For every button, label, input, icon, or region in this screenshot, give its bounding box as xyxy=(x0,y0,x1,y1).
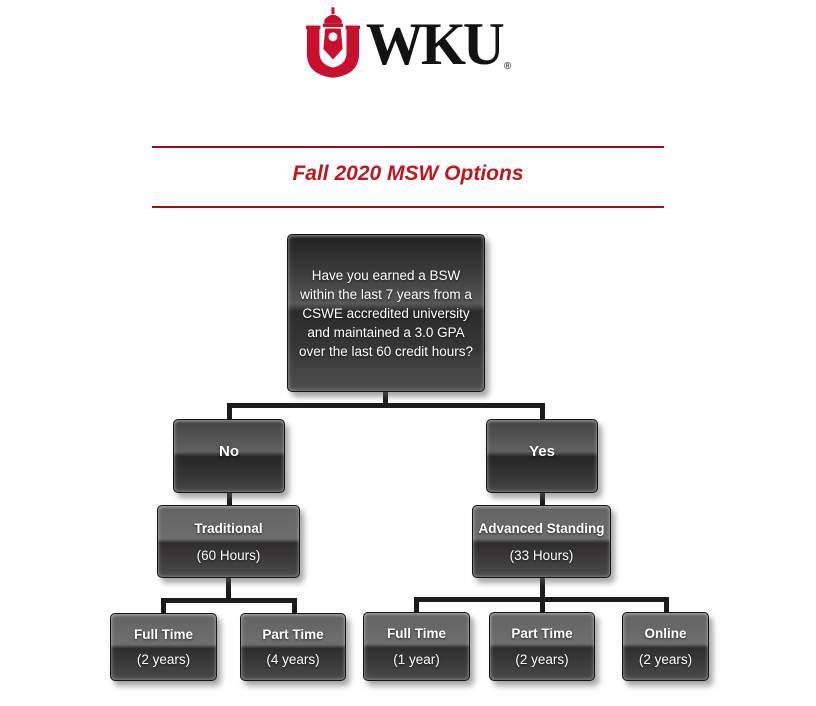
flowchart-traditional-fulltime-node: Full Time (2 years) xyxy=(110,613,217,681)
wku-logo: WKU ® xyxy=(0,6,816,82)
connector-advanced-stub xyxy=(540,578,545,612)
question-line: and maintained a 3.0 GPA xyxy=(307,324,465,340)
title-divider-top xyxy=(152,146,664,148)
flowchart-advanced-online-node: Online (2 years) xyxy=(622,612,709,681)
option-label: Part Time xyxy=(511,626,573,642)
connector-advanced-bar xyxy=(414,597,669,602)
page-title: Fall 2020 MSW Options xyxy=(292,162,524,185)
wku-cupola-icon xyxy=(305,7,360,78)
connector-question-stub xyxy=(383,392,388,406)
option-label: Full Time xyxy=(386,626,446,642)
connector-no-traditional xyxy=(227,493,232,505)
flowchart-advanced-standing-node: Advanced Standing (33 Hours) xyxy=(472,505,611,578)
flowchart-advanced-parttime-node: Part Time (2 years) xyxy=(489,612,595,681)
connector-traditional-drop-fulltime xyxy=(161,598,166,613)
question-line: CSWE accredited university xyxy=(302,305,470,321)
question-line: over the last 60 credit hours? xyxy=(298,343,474,359)
connector-question-bar xyxy=(227,403,545,408)
flowchart-traditional-parttime-node: Part Time (4 years) xyxy=(240,613,346,681)
connector-question-drop-yes xyxy=(540,403,545,419)
connector-traditional-bar xyxy=(161,598,297,603)
option-label: Part Time xyxy=(262,626,324,642)
option-label: Full Time xyxy=(133,626,193,642)
connector-question-drop-no xyxy=(227,403,232,419)
connector-traditional-drop-parttime xyxy=(292,598,297,613)
program-name: Advanced Standing xyxy=(478,521,605,537)
no-label: No xyxy=(219,443,239,460)
program-hours: (60 Hours) xyxy=(196,547,261,563)
connector-traditional-stub xyxy=(226,578,231,603)
flowchart-advanced-fulltime-node: Full Time (1 year) xyxy=(363,612,470,681)
option-duration: (4 years) xyxy=(266,651,320,667)
program-hours: (33 Hours) xyxy=(509,547,574,563)
option-duration: (2 years) xyxy=(515,651,569,667)
connector-yes-advanced xyxy=(540,493,545,505)
option-duration: (1 year) xyxy=(393,651,440,667)
question-line: within the last 7 years from a xyxy=(300,286,472,302)
option-label: Online xyxy=(644,626,687,642)
flowchart-no-node: No xyxy=(173,419,285,493)
flowchart-question-node: Have you earned a BSW within the last 7 … xyxy=(287,234,485,392)
connector-advanced-drop-fulltime xyxy=(414,597,419,612)
connector-advanced-drop-online xyxy=(664,597,669,612)
title-divider-bottom xyxy=(152,206,664,208)
wku-wordmark: WKU xyxy=(365,9,505,78)
program-name: Traditional xyxy=(194,521,263,537)
flowchart-yes-node: Yes xyxy=(486,419,598,493)
yes-label: Yes xyxy=(529,443,555,460)
registered-trademark-symbol: ® xyxy=(503,61,512,72)
flowchart-traditional-node: Traditional (60 Hours) xyxy=(157,505,300,578)
question-line: Have you earned a BSW xyxy=(311,267,461,283)
option-duration: (2 years) xyxy=(136,651,191,667)
option-duration: (2 years) xyxy=(638,651,693,667)
